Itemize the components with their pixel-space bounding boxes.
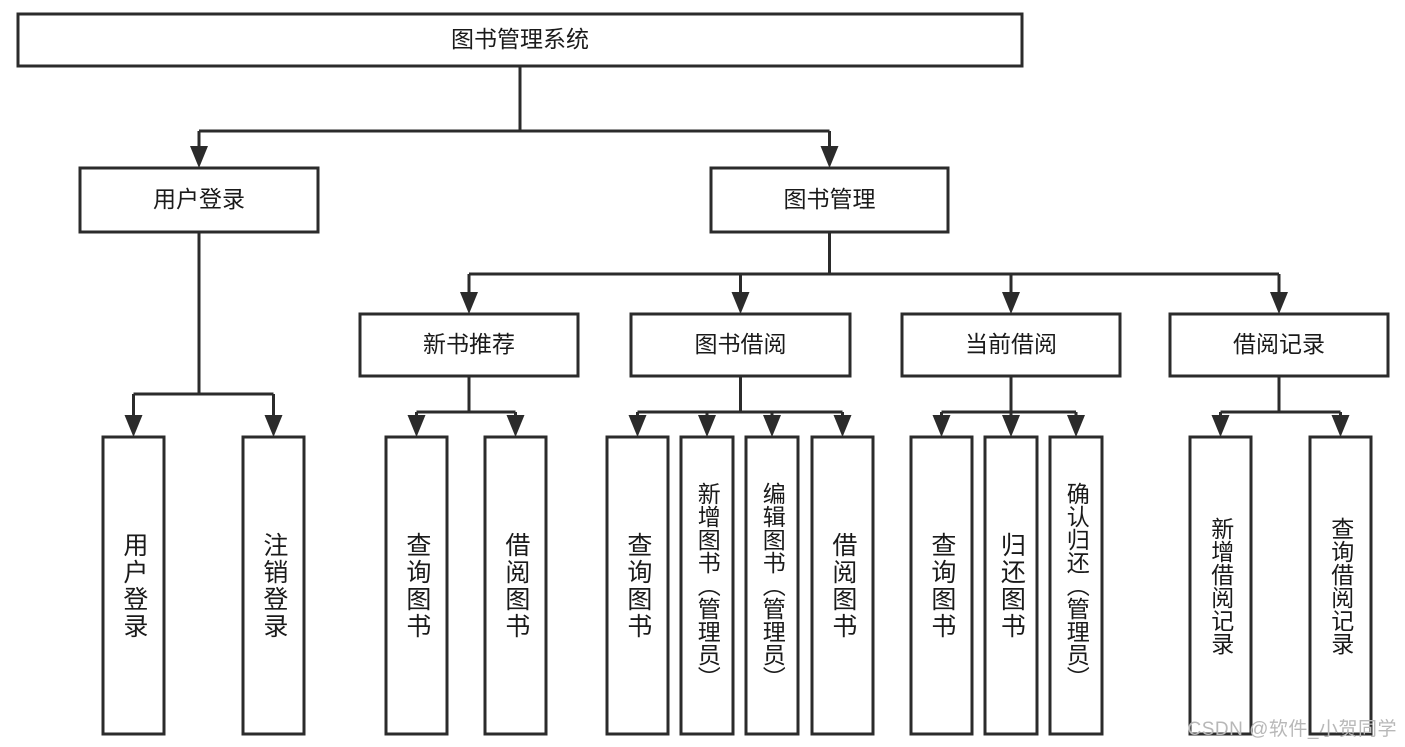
leaf-box-6[interactable] [744,435,800,736]
arrow-to-leaf-7 [833,415,852,437]
arrow-level2-to-level3-2 [1002,292,1020,314]
leaf-box-10[interactable] [1048,435,1104,736]
leaf-label-wrap-1: 注销登录 [243,437,304,734]
arrow-to-leaf-10 [1067,415,1085,437]
node-label-level2-1: 图书管理 [784,186,876,212]
leaf-label-1: 注销登录 [259,531,288,640]
leaf-label-7: 借阅图书 [828,531,857,640]
leaf-label-8: 查询图书 [927,531,956,640]
csdn-watermark: CSDN @软件_小贺同学 [1187,719,1397,740]
node-box-level3-0[interactable] [358,312,580,378]
leaf-label-12: 查询借阅记录 [1327,516,1354,655]
node-label-level3-3: 借阅记录 [1233,331,1325,357]
arrow-level2-to-level3-1 [731,292,750,314]
node-label-level2-0: 用户登录 [153,186,245,212]
leaf-box-12[interactable] [1308,435,1373,736]
leaf-label-5: 新增图书（管理员） [694,482,721,689]
connector-lines [124,66,1350,437]
node-label-root: 图书管理系统 [451,26,589,52]
leaf-box-9[interactable] [983,435,1039,736]
node-boxes[interactable] [16,12,1390,736]
leaf-label-wrap-5: 新增图书（管理员） [681,437,733,734]
leaf-label-wrap-3: 借阅图书 [485,437,546,734]
leaf-box-2[interactable] [384,435,449,736]
leaf-label-wrap-4: 查询图书 [607,437,668,734]
node-box-root[interactable] [16,12,1024,68]
leaf-label-4: 查询图书 [623,531,652,640]
leaf-label-10: 确认归还（管理员） [1063,482,1090,689]
arrow-to-leaf-8 [932,415,951,437]
arrow-level2-to-level3-0 [460,292,478,314]
arrow-root-to-level2-1 [820,146,839,168]
node-box-level2-1[interactable] [709,166,950,234]
leaf-label-2: 查询图书 [402,531,431,640]
node-box-level3-3[interactable] [1168,312,1390,378]
arrow-to-leaf-5 [698,415,716,437]
arrow-to-leaf-12 [1331,415,1350,437]
leaf-box-4[interactable] [605,435,670,736]
arrow-to-leaf-9 [1002,415,1020,437]
arrow-to-leaf-0 [124,415,143,437]
node-box-level2-0[interactable] [78,166,320,234]
leaf-label-wrap-0: 用户登录 [103,437,164,734]
leaf-label-wrap-2: 查询图书 [386,437,447,734]
node-label-level3-1: 图书借阅 [695,331,787,357]
arrow-to-leaf-1 [264,415,283,437]
leaf-label-wrap-7: 借阅图书 [812,437,873,734]
leaf-label-wrap-10: 确认归还（管理员） [1050,437,1102,734]
leaf-label-wrap-11: 新增借阅记录 [1190,437,1251,734]
arrow-level2-to-level3-3 [1270,292,1288,314]
leaf-box-5[interactable] [679,435,735,736]
leaf-label-0: 用户登录 [119,531,148,640]
leaf-box-11[interactable] [1188,435,1253,736]
arrow-to-leaf-2 [407,415,426,437]
leaf-label-wrap-9: 归还图书 [985,437,1037,734]
node-label-level3-0: 新书推荐 [423,331,515,357]
leaf-label-9: 归还图书 [997,531,1026,640]
arrow-to-leaf-3 [506,415,525,437]
leaf-label-wrap-12: 查询借阅记录 [1310,437,1371,734]
leaf-label-3: 借阅图书 [501,531,530,640]
arrow-to-leaf-6 [763,415,781,437]
leaf-box-7[interactable] [810,435,875,736]
leaf-label-wrap-8: 查询图书 [911,437,972,734]
leaf-box-8[interactable] [909,435,974,736]
leaf-label-6: 编辑图书（管理员） [759,482,786,689]
arrow-to-leaf-4 [628,415,647,437]
leaf-box-3[interactable] [483,435,548,736]
leaf-box-0[interactable] [101,435,166,736]
leaf-label-11: 新增借阅记录 [1207,516,1234,655]
node-box-level3-2[interactable] [900,312,1122,378]
leaf-label-wrap-6: 编辑图书（管理员） [746,437,798,734]
arrow-to-leaf-11 [1211,415,1230,437]
leaf-box-1[interactable] [241,435,306,736]
node-box-level3-1[interactable] [629,312,852,378]
arrow-root-to-level2-0 [190,146,208,168]
node-label-level3-2: 当前借阅 [965,331,1057,357]
